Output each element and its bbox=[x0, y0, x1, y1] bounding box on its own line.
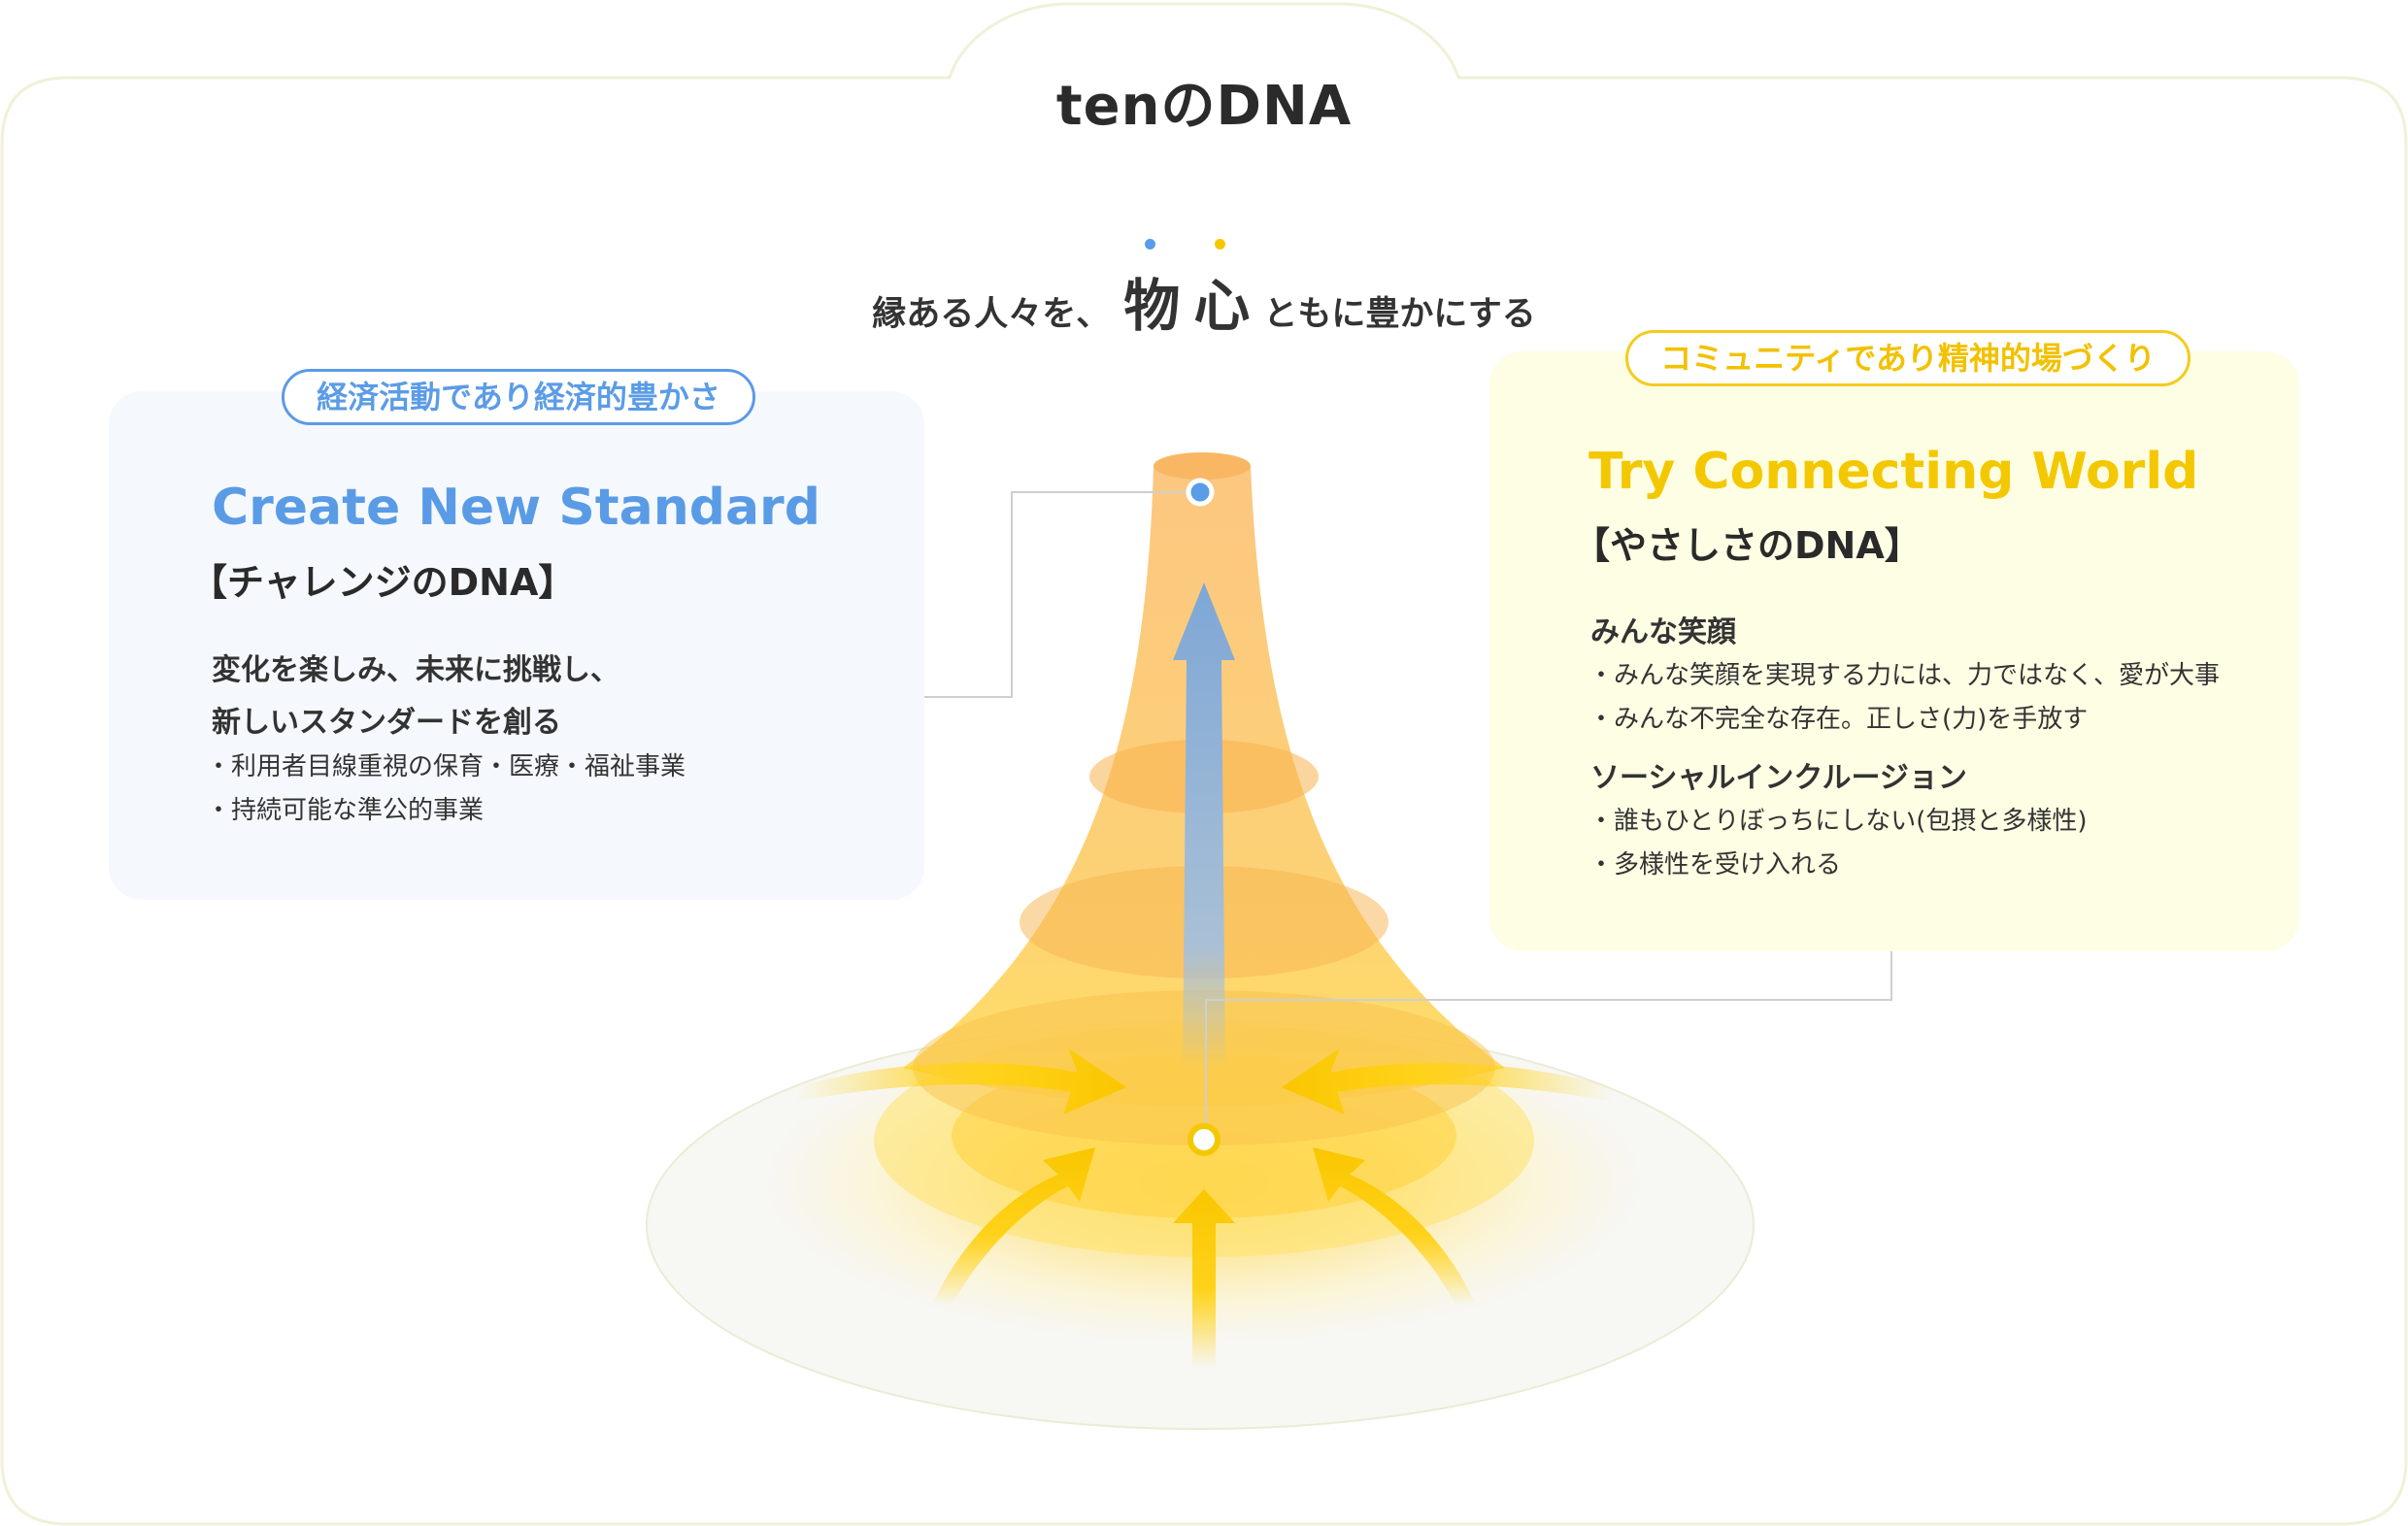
page-title: tenのDNA bbox=[1055, 75, 1353, 138]
connector-line-left bbox=[924, 491, 1200, 698]
economic-badge: 経済活動であり経済的豊かさ bbox=[282, 369, 755, 425]
inclusion-section-title: ソーシャルインクルージョン bbox=[1590, 761, 1967, 795]
cone-top bbox=[1154, 452, 1251, 480]
inward-arrow-icon bbox=[1173, 1189, 1235, 1369]
challenge-lead: 変化を楽しみ、未来に挑戦し、 新しいスタンダードを創る bbox=[212, 645, 619, 749]
inward-arrow-icon bbox=[934, 1147, 1095, 1306]
list-item: 多様性を受け入れる bbox=[1589, 844, 2088, 887]
yellow-dot-icon bbox=[1215, 239, 1226, 249]
list-item: 誰もひとりぼっちにしない(包摂と多様性) bbox=[1589, 800, 2088, 844]
inclusion-bullet-list: 誰もひとりぼっちにしない(包摂と多様性) 多様性を受け入れる bbox=[1589, 800, 2088, 887]
smile-bullet-list: みんな笑顔を実現する力には、力ではなく、愛が大事 みんな不完全な存在。正しさ(力… bbox=[1589, 654, 2220, 742]
smile-section-title: みんな笑顔 bbox=[1590, 615, 1736, 649]
tagline-before: 縁ある人々を、 bbox=[872, 295, 1111, 334]
challenge-lead-line: 変化を楽しみ、未来に挑戦し、 bbox=[212, 653, 619, 687]
inward-arrow-icon bbox=[1313, 1147, 1474, 1306]
community-badge: コミュニティであり精神的場づくり bbox=[1625, 330, 2191, 386]
kindness-subheading: 【やさしさのDNA】 bbox=[1573, 524, 1922, 567]
kindness-heading: Try Connecting World bbox=[1589, 443, 2199, 501]
blue-dot-icon bbox=[1145, 239, 1156, 249]
challenge-bullet-list: 利用者目線重視の保育・医療・福祉事業 持続可能な準公的事業 bbox=[206, 746, 686, 833]
up-arrow-icon bbox=[1173, 582, 1235, 1068]
tagline: 縁ある人々を、物心ともに豊かにする bbox=[583, 239, 1825, 342]
tagline-after: ともに豊かにする bbox=[1263, 295, 1536, 334]
blue-node-icon bbox=[1186, 478, 1215, 507]
yellow-node-icon bbox=[1187, 1123, 1221, 1156]
list-item: みんな不完全な存在。正しさ(力)を手放す bbox=[1589, 698, 2220, 742]
challenge-lead-line: 新しいスタンダードを創る bbox=[212, 706, 561, 740]
connector-line-right bbox=[1205, 951, 1892, 1126]
challenge-heading: Create New Standard bbox=[212, 479, 820, 537]
tagline-emphasis-material: 物 bbox=[1123, 239, 1180, 342]
tagline-emphasis-mind: 心 bbox=[1193, 239, 1250, 342]
inward-arrow-icon bbox=[1282, 1048, 1612, 1114]
list-item: 持続可能な準公的事業 bbox=[206, 789, 686, 833]
list-item: みんな笑顔を実現する力には、力ではなく、愛が大事 bbox=[1589, 654, 2220, 698]
inward-arrow-icon bbox=[796, 1048, 1126, 1114]
list-item: 利用者目線重視の保育・医療・福祉事業 bbox=[206, 746, 686, 789]
challenge-subheading: 【チャレンジのDNA】 bbox=[190, 561, 576, 604]
